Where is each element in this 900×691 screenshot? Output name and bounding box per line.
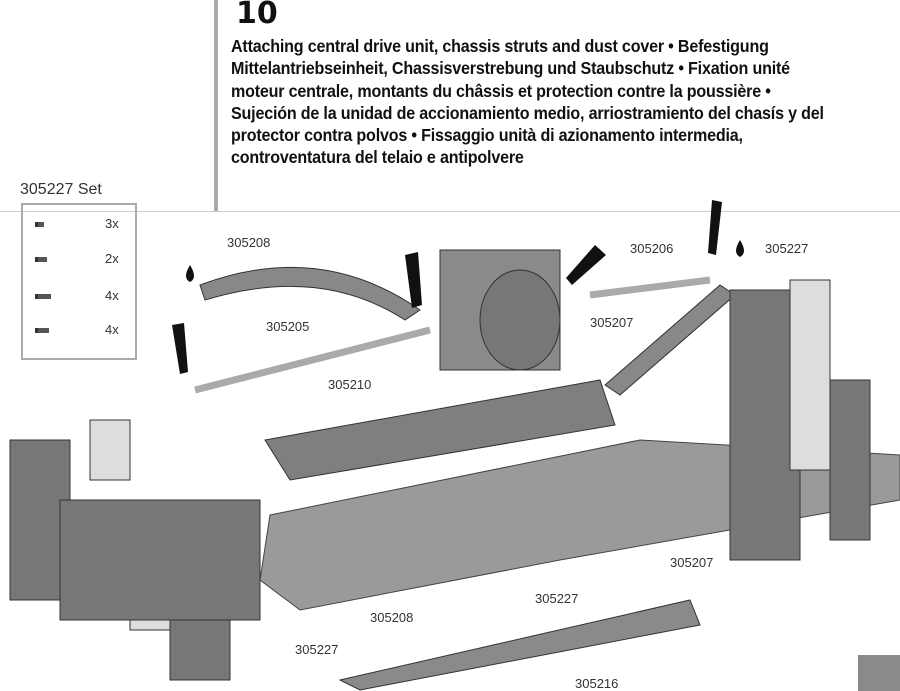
chassis-strut-305207 bbox=[604, 284, 736, 396]
part-label: 305227 bbox=[535, 591, 579, 606]
rear-suspension bbox=[729, 279, 871, 561]
parts-set-item: 4x bbox=[31, 322, 131, 340]
section-divider bbox=[214, 0, 218, 212]
grease-tube-icon bbox=[172, 200, 722, 374]
parts-set-title: 305227 Set bbox=[20, 181, 102, 198]
part-label: 305210 bbox=[328, 377, 372, 392]
part-label: 305207 bbox=[590, 315, 634, 330]
drive-shaft-305205 bbox=[194, 326, 431, 394]
parts-set-item: 4x bbox=[31, 288, 131, 306]
part-label: 305208 bbox=[227, 235, 271, 250]
part-label: 305206 bbox=[630, 241, 674, 256]
parts-set-item: 3x bbox=[31, 216, 131, 234]
header-rule bbox=[0, 211, 900, 212]
screw-icon bbox=[35, 257, 47, 262]
front-suspension bbox=[9, 419, 261, 681]
quantity: 4x bbox=[105, 288, 119, 303]
page-corner-tab bbox=[858, 655, 900, 691]
step-description: Attaching central drive unit, chassis st… bbox=[231, 36, 824, 168]
parts-set-box: 3x 2x 4x 4x bbox=[21, 203, 137, 360]
quantity: 3x bbox=[105, 216, 119, 231]
screw-icon bbox=[35, 328, 49, 333]
dust-cover-305210 bbox=[264, 379, 616, 481]
quantity: 2x bbox=[105, 251, 119, 266]
quantity: 4x bbox=[105, 322, 119, 337]
step-number: 10 bbox=[236, 0, 278, 31]
oil-drop-icon bbox=[186, 240, 744, 282]
dust-cover-305216 bbox=[338, 599, 701, 691]
parts-set-item: 2x bbox=[31, 251, 131, 269]
chassis-strut-305208 bbox=[199, 266, 421, 321]
drive-shaft-305206 bbox=[589, 276, 711, 299]
part-label: 305205 bbox=[266, 319, 310, 334]
part-label: 305227 bbox=[765, 241, 809, 256]
screw-icon bbox=[35, 294, 51, 299]
part-label: 305216 bbox=[575, 676, 619, 691]
screw-icon bbox=[35, 222, 44, 227]
part-label: 305208 bbox=[370, 610, 414, 625]
part-label: 305227 bbox=[295, 642, 339, 657]
part-label: 305207 bbox=[670, 555, 714, 570]
